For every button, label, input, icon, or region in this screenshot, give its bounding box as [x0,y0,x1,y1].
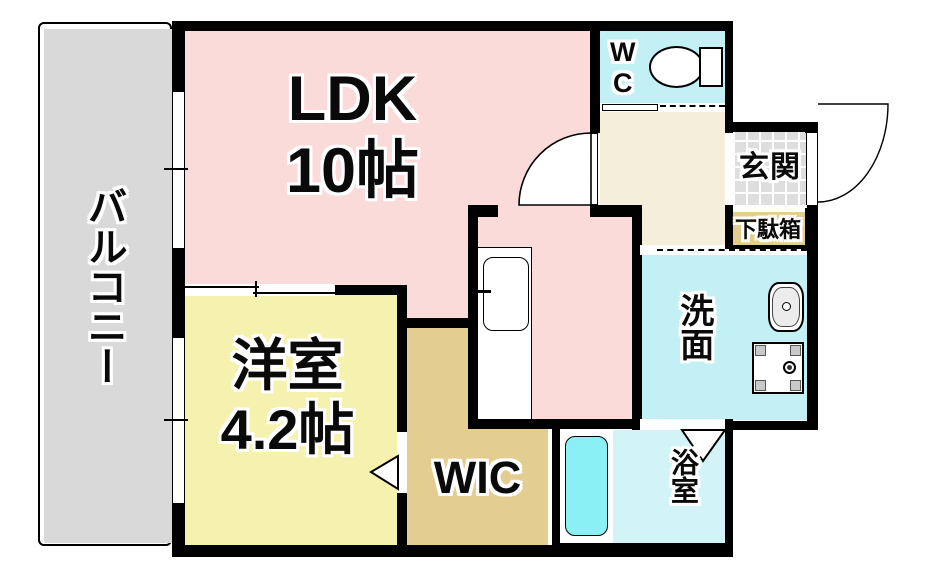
wall-bath-right [725,419,733,553]
wall-washroom-left [632,205,642,430]
wc-door-leaf [602,104,658,111]
bathtub-icon [565,436,608,536]
kitchen-faucet-icon [471,290,491,293]
western-room-size: 4.2帖 [220,397,355,461]
wic-entry-gap [397,432,407,493]
wall-top [172,21,733,31]
window-tick-1 [164,168,188,170]
wall-washroom-bottom-right [725,421,817,430]
ldk-size: 10帖 [285,135,420,206]
washer-corner-4 [790,380,801,391]
wall-western-right-1 [397,295,407,432]
wall-kitchen-stub [468,205,498,217]
wall-entrance-top [725,122,815,132]
wc-door-band [600,103,725,112]
wc-label: WC [607,37,638,99]
wall-western-top [335,285,407,295]
bathroom-entry-band [640,419,725,430]
wall-wc-right [725,21,733,133]
wic-label: WIC [433,452,522,503]
sliding-door-tick [255,281,257,297]
washer-corner-2 [790,345,801,356]
washer-corner-3 [755,380,766,391]
balcony-floor [44,29,172,543]
toilet-icon [649,46,704,88]
wall-kitchen-top-right [590,205,642,217]
entrance-tile-floor [733,132,807,207]
wash-basin-drain [782,302,791,311]
bathroom-label: 浴室 [667,448,699,504]
wall-left-1 [172,31,185,92]
washroom-entry-band-2 [725,249,807,255]
wall-right [807,205,818,430]
wall-right-corner [805,122,818,133]
front-door-gap [806,133,818,205]
washer-knob-dot [787,365,792,370]
ldk-label: LDK 10帖 [215,64,490,208]
sliding-door-line-2 [253,292,335,294]
kitchen-sink-icon [483,257,529,331]
ldk-name: LDK [287,64,418,134]
swing-door-arc-front [817,103,889,203]
entrance-label: 玄関 [739,151,801,184]
wc-door-dash [660,105,725,107]
shoe-box [733,212,805,245]
washroom-label: 洗面 [674,293,713,361]
hallway-floor-lower [642,205,725,247]
balcony-label: バルコニー [81,186,126,386]
hallway-floor-upper [600,112,725,205]
wall-left-3 [172,503,185,557]
shoe-box-label: 下駄箱 [734,217,801,242]
window-ldk-balcony [172,92,185,248]
wall-kitchen-left [468,205,478,429]
entrance-step [725,133,733,205]
wall-ldk-hall [590,21,600,133]
shoe-box-gap [733,207,805,212]
western-room-floor [185,295,397,545]
wall-bath-left [552,419,560,553]
wall-left-2 [172,248,185,338]
sliding-door-line-1 [185,286,259,288]
western-room-name: 洋室 [231,334,344,397]
western-room-label: 洋室 4.2帖 [185,334,390,462]
washroom-entry-dash [657,249,807,251]
ldk-door-leaf [586,133,598,205]
entrance-step-2 [733,205,807,208]
window-tick-2 [164,419,188,421]
wall-bath-bottom [552,543,733,555]
wall-western-right-2 [397,493,407,557]
washroom-floor [640,255,807,420]
washer-corner-1 [755,345,766,356]
wall-wic-top [397,318,468,328]
toilet-tank [699,47,723,87]
